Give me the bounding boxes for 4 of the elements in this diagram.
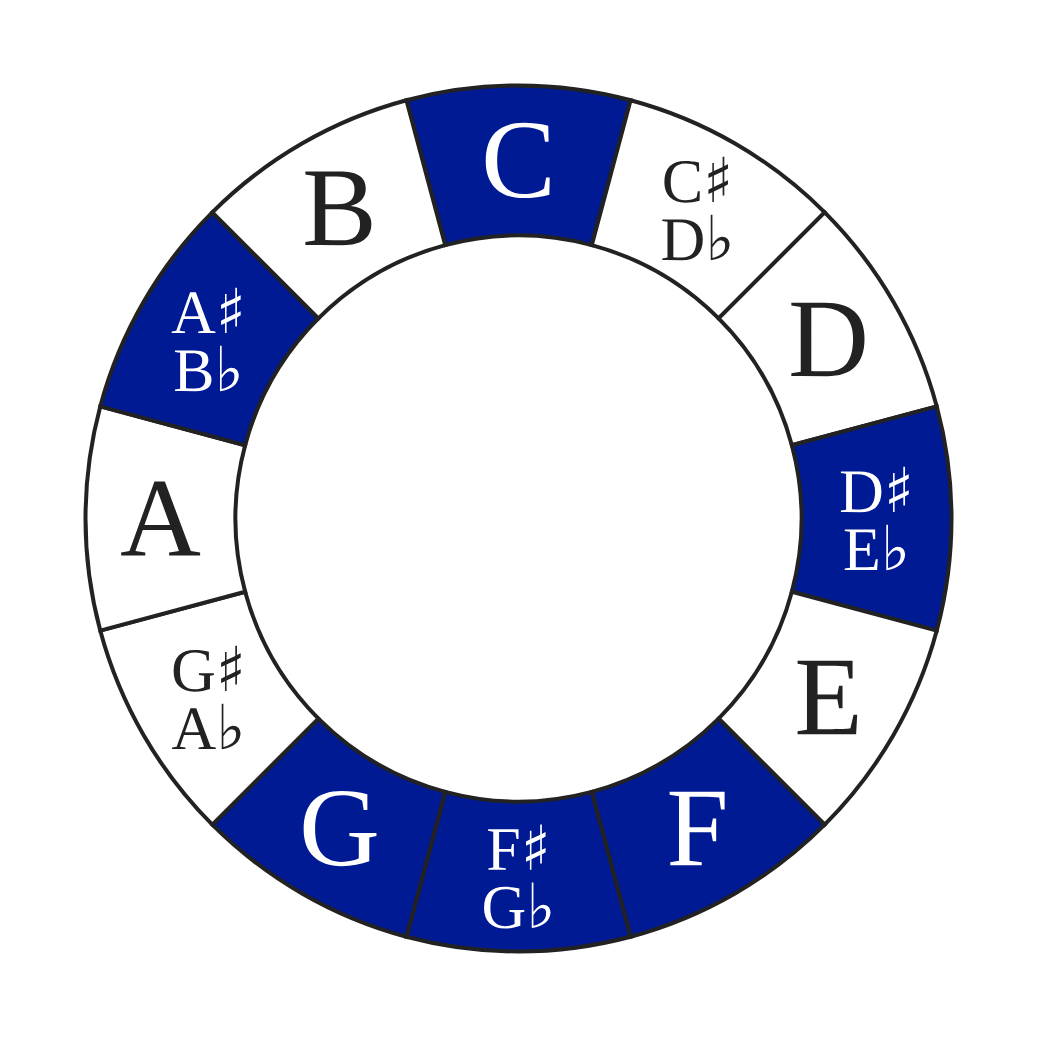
ring-segment: F♯ G♭ [404,789,633,954]
ring-segment: C [404,83,633,248]
ring-segment: A [83,404,248,633]
ring-segment: D♯ E♭ [789,404,954,633]
